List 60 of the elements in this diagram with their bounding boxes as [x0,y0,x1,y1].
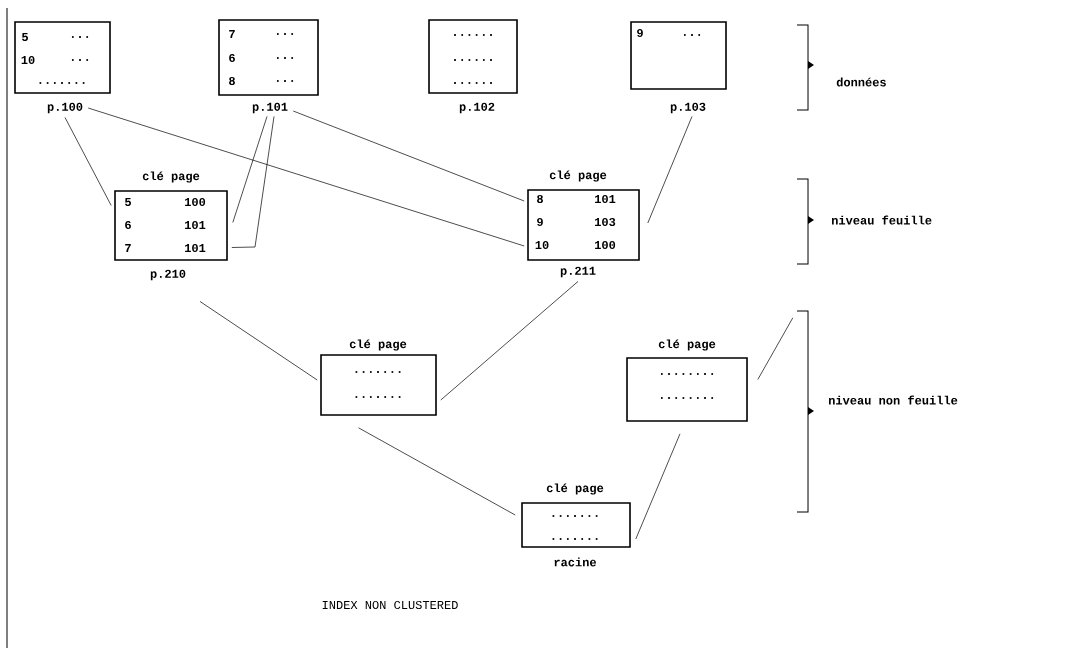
node-label: 7 [125,244,131,252]
diagram-title: INDEX NON CLUSTERED [322,600,458,610]
index-page-box: ........ ........ [626,357,748,422]
node-label: 8 [537,194,543,204]
page-label: p.102 [459,102,495,114]
page-label: racine [554,557,596,567]
index-page-box: ....... ....... [320,354,437,416]
node-label: 10 [535,240,549,250]
bracket [796,310,814,513]
root-page-box: ....... ....... [521,502,631,548]
page-label: p.210 [150,269,186,281]
node-label: 10 [21,55,35,65]
connector-line [292,110,525,202]
node-label: 101 [185,243,206,253]
data-page-box: 7 ... 6 ... 8 ... [218,19,319,96]
node-label: 9 [537,217,543,227]
node-label: 7 [229,30,235,38]
column-header: clé page [546,483,604,495]
data-page-box: 9 ... [630,21,727,90]
node-label: ....... [39,82,85,84]
column-header: clé page [658,339,716,351]
page-label: p.101 [252,102,288,114]
node-label: ... [71,36,89,38]
data-page-box: ...... ...... ...... [428,19,518,94]
node-label: 6 [229,53,235,63]
connector-line [231,116,275,248]
connector-line [647,116,693,224]
node-label: ... [276,57,294,59]
connector-line [232,116,268,223]
page-label: p.103 [670,102,706,114]
page-label: p.100 [47,102,83,114]
connector-line [757,317,794,380]
node-label: ... [71,59,89,61]
node-label: 8 [229,76,235,86]
node-label: ... [683,34,701,36]
node-label: 101 [595,194,616,204]
node-label: 9 [637,28,643,38]
connector-line [87,107,525,247]
column-header: clé page [142,171,200,183]
level-label: données [836,77,886,87]
connector-line [199,301,318,381]
connector-line [635,433,681,540]
column-header: clé page [549,170,607,182]
column-header: clé page [349,339,407,351]
node-label: 101 [185,220,206,230]
node-label: 100 [595,240,616,250]
connector-line [358,427,516,516]
level-label: niveau non feuille [829,395,958,405]
node-label: 100 [185,197,206,207]
data-page-box: 5 ... 10 ... ....... [14,21,111,94]
page-label: p.211 [560,266,596,278]
connector-line [440,281,579,401]
level-label: niveau feuille [832,215,932,225]
node-label: ... [276,80,294,82]
node-label: 103 [595,217,616,227]
connector-line [64,117,112,206]
node-label: 6 [125,220,131,230]
node-label: 5 [125,197,131,207]
node-label: 5 [22,32,28,41]
node-label: ... [276,33,294,35]
